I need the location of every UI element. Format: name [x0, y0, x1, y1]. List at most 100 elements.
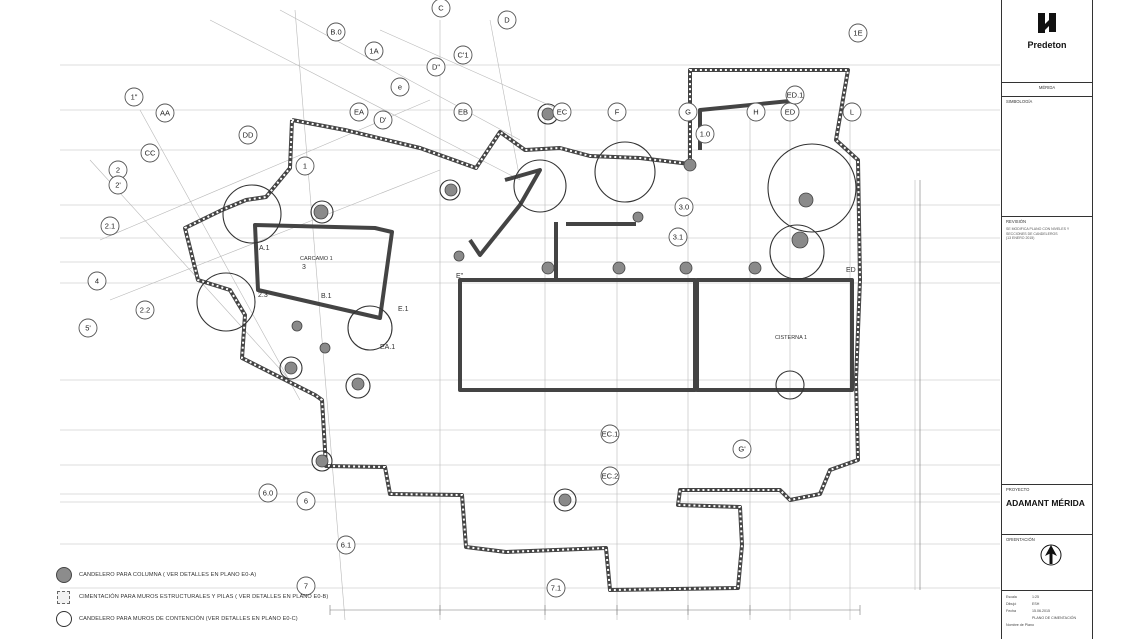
grid-bubble: D — [497, 10, 517, 30]
grid-bubble: 6.1 — [336, 535, 356, 555]
grid-bubble-circle — [431, 0, 451, 18]
grid-bubble: EB — [453, 102, 473, 122]
plan-label: E.1 — [398, 306, 409, 313]
legend-label: CANDELERO PARA MUROS DE CONTENCIÓN (VER … — [79, 616, 298, 622]
project-name: ADAMANT MÉRIDA — [1006, 498, 1085, 508]
plan-label: 2.3 — [258, 292, 268, 299]
grid-bubble-label: 2.1 — [105, 222, 115, 231]
grid-bubble-label: G' — [738, 445, 746, 454]
grid-bubble: EC.1 — [600, 424, 620, 444]
grid-bubble-label: D — [504, 16, 510, 25]
grid-bubble: 2' — [108, 175, 128, 195]
grid-bubble-label: 3.0 — [679, 203, 689, 212]
dashed-square-icon — [57, 590, 70, 604]
grid-lines — [60, 9, 1000, 621]
project-heading: PROYECTO — [1006, 487, 1030, 492]
grid-bubble-circle — [336, 535, 356, 555]
grid-bubble-circle — [600, 424, 620, 444]
grid-bubble: 3.0 — [674, 197, 694, 217]
grid-bubble-label: C'1 — [457, 51, 468, 60]
grid-bubble: 1.0 — [695, 124, 715, 144]
grid-bubble-circle — [124, 87, 144, 107]
grid-bubble-label: 7.1 — [551, 584, 561, 593]
grid-bubble-label: D" — [432, 63, 440, 72]
grid-bubble-circle — [258, 483, 278, 503]
grid-bubble-circle — [108, 175, 128, 195]
grid-bubble: e — [390, 77, 410, 97]
grid-bubble: 1" — [124, 87, 144, 107]
grid-bubble: AA — [155, 103, 175, 123]
grid-bubble-circle — [140, 143, 160, 163]
grid-bubble-label: 2' — [115, 181, 121, 190]
grid-bubble-circle — [674, 197, 694, 217]
grid-bubble-circle — [349, 102, 369, 122]
plan-label: ED — [846, 267, 856, 274]
city-label: MÉRIDA — [1038, 85, 1056, 90]
open-circle-icon — [56, 611, 72, 627]
detail-circles — [196, 103, 857, 512]
grid-bubble-circle — [732, 439, 752, 459]
grid-bubble-circle — [296, 491, 316, 511]
grid-bubble-label: H — [753, 108, 758, 117]
grid-bubble-label: G — [685, 108, 691, 117]
grid-bubble-label: 6.1 — [341, 541, 351, 550]
revision-date: (13 ENERO 2015) — [1006, 236, 1035, 241]
city-section: MÉRIDA — [1002, 82, 1092, 96]
grid-bubble: 4 — [87, 271, 107, 291]
dimension-strings — [329, 180, 921, 615]
grid-bubble: 6.0 — [258, 483, 278, 503]
project-section: PROYECTO ADAMANT MÉRIDA — [1002, 484, 1092, 534]
grid-bubble-circle — [326, 22, 346, 42]
grid-bubble: CC — [140, 143, 160, 163]
grid-bubble: F — [607, 102, 627, 122]
grid-bubble-circle — [295, 156, 315, 176]
grid-bubble-label: ED.1 — [787, 91, 804, 100]
grid-bubble-label: 3.1 — [673, 233, 683, 242]
grid-bubble-label: 2 — [116, 166, 120, 175]
grid-bubble-circle — [135, 300, 155, 320]
grid-bubble: 7 — [296, 576, 316, 596]
legend-label: CANDELERO PARA COLUMNA ( VER DETALLES EN… — [79, 572, 257, 578]
filled-circle-icon — [56, 567, 72, 583]
grid-bubble-circle — [453, 45, 473, 65]
grid-bubble: ED — [780, 102, 800, 122]
legend-item-retaining-wall-socket: CANDELERO PARA MUROS DE CONTENCIÓN (VER … — [56, 608, 356, 630]
grid-bubble-circle — [426, 57, 446, 77]
grid-bubble: EC.2 — [600, 466, 620, 486]
grid-bubble-label: 1.0 — [700, 130, 710, 139]
grid-bubble-circle — [497, 10, 517, 30]
grid-bubble-label: 7 — [304, 582, 308, 591]
grid-bubble: G — [678, 102, 698, 122]
grid-bubble-circle — [668, 227, 688, 247]
grid-bubble: L — [842, 102, 862, 122]
brand-name: Predeton — [1027, 40, 1067, 50]
grid-bubble-circle — [746, 102, 766, 122]
grid-bubble: 7.1 — [546, 578, 566, 598]
grid-bubble-label: 1 — [303, 162, 307, 171]
predeton-logo-icon — [1038, 13, 1056, 33]
column-markers — [284, 107, 814, 507]
plan-label: CARCAMO 1 — [300, 256, 333, 262]
grid-bubble: DD — [238, 125, 258, 145]
sheet-title: PLANO DE CIMENTACIÓN — [1032, 615, 1077, 620]
grid-bubble-circle — [607, 102, 627, 122]
grid-bubble-circle — [848, 23, 868, 43]
grid-bubble: EC — [552, 102, 572, 122]
grid-bubble-label: F — [615, 108, 620, 117]
grid-bubble: 2.1 — [100, 216, 120, 236]
legend-item-wall-foundation: CIMENTACIÓN PARA MUROS ESTRUCTURALES Y P… — [56, 586, 356, 608]
grid-bubble: D" — [426, 57, 446, 77]
grid-bubble: 1E — [848, 23, 868, 43]
plan-label: A.1 — [259, 245, 270, 252]
grid-bubble: 1 — [295, 156, 315, 176]
grid-bubble: C — [431, 0, 451, 18]
grid-bubble-circle — [87, 271, 107, 291]
grid-bubble-label: 5' — [85, 324, 91, 333]
orientation-heading: ORIENTACIÓN — [1006, 537, 1035, 542]
